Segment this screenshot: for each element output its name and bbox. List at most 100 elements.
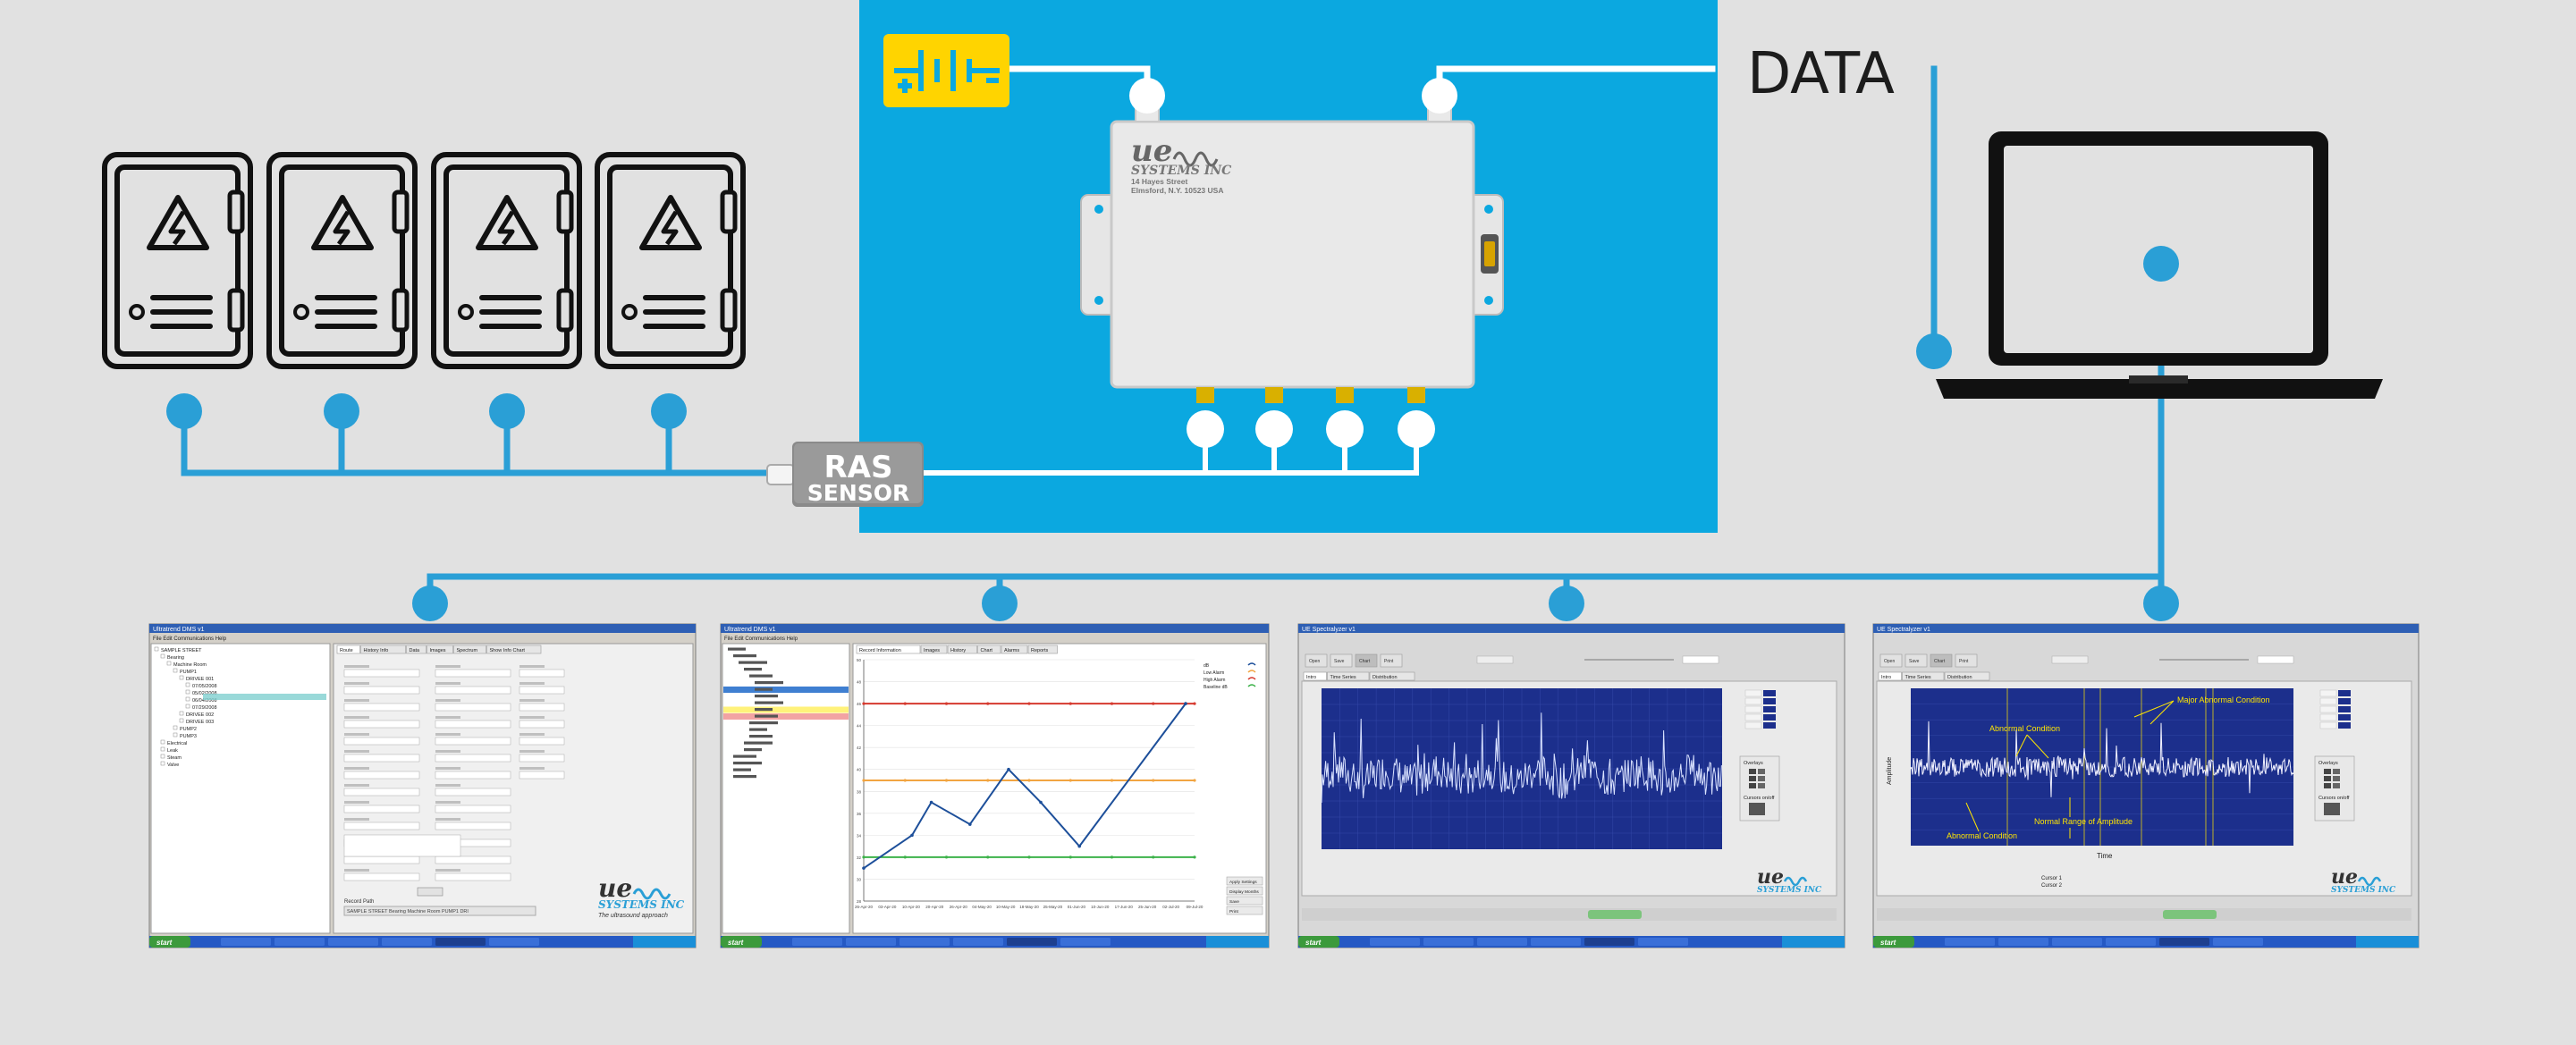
ui-tab[interactable]: Record Information xyxy=(859,648,901,653)
ui-tab[interactable]: Spectrum xyxy=(457,648,478,653)
device-address-1: 14 Hayes Street xyxy=(1131,177,1187,186)
dms2-tree xyxy=(723,647,849,779)
tree-item[interactable]: Steam xyxy=(167,755,182,761)
trend-x-tick: 10-Apr-20 xyxy=(902,905,921,909)
trend-x-tick: 09-Jul-20 xyxy=(1187,905,1204,909)
trend-x-tick: 10-Jun-20 xyxy=(1091,905,1110,909)
svg-text:Cursors on/off: Cursors on/off xyxy=(1744,796,1775,801)
tree-item[interactable]: DRIVEE 002 xyxy=(186,712,214,718)
ui-tab[interactable]: Chart xyxy=(981,648,993,653)
toolbar-button[interactable]: Open xyxy=(1884,659,1895,664)
ui-tab[interactable]: History Info xyxy=(364,648,389,653)
ui-tab[interactable]: Show Info Chart xyxy=(490,648,526,653)
toolbar-button[interactable]: Print xyxy=(1384,659,1394,664)
trend-y-tick: 28 xyxy=(857,899,862,904)
trend-y-tick: 38 xyxy=(857,789,862,794)
spec2-cursor2: Cursor 2 xyxy=(2041,883,2063,889)
ui-tab[interactable]: Reports xyxy=(1031,648,1049,653)
trend-point xyxy=(1077,844,1081,848)
tree-item[interactable]: DRIVEE 001 xyxy=(186,677,214,682)
screenshot-dms-route: Ultratrend DMS v1 File Edit Communicatio… xyxy=(148,623,697,948)
device-top-port-power xyxy=(1129,78,1165,122)
spec2-start: start xyxy=(1880,939,1896,947)
ras-sensor: RAS SENSOR xyxy=(766,442,924,507)
ann-abnormal-top: Abnormal Condition xyxy=(1989,724,2060,733)
chart-button[interactable]: Display Months xyxy=(1229,889,1259,895)
trend-y-tick: 36 xyxy=(857,812,862,816)
tree-item[interactable]: Electrical xyxy=(167,741,187,746)
dms1-form-fields xyxy=(343,665,565,897)
trend-x-tick: 18-May-20 xyxy=(1019,905,1039,909)
ras-sensor-label-1: RAS xyxy=(824,450,893,485)
tree-item[interactable]: PUMP1 xyxy=(180,670,197,675)
tree-item[interactable]: Valve xyxy=(167,763,179,768)
spec2-tabs: Intro Time Series Distribution xyxy=(1878,671,1990,681)
ui-tab[interactable]: Images xyxy=(924,648,940,653)
spec2-toolbar: Open Save Chart Print xyxy=(1879,653,2294,668)
chart-button[interactable]: Apply Settings xyxy=(1229,880,1257,885)
dms1-tagline: The ultrasound approach xyxy=(598,913,668,919)
ui-tab[interactable]: Data xyxy=(410,648,421,653)
spec1-tabs: Intro Time Series Distribution xyxy=(1303,671,1415,681)
panel-node-2 xyxy=(324,393,359,429)
tree-item[interactable]: DRIVEE 003 xyxy=(186,720,214,725)
dms1-logo-systems: SYSTEMS INC xyxy=(598,898,685,911)
timeseries-annotations: Abnormal Condition Major Abnormal Condit… xyxy=(1947,695,2270,840)
trend-x-tick: 02-Jul-20 xyxy=(1162,905,1179,909)
tree-item[interactable]: Bearing xyxy=(167,655,184,661)
chart-button[interactable]: Print xyxy=(1229,909,1239,914)
dms1-title: Ultratrend DMS v1 xyxy=(153,627,205,633)
ui-tab[interactable]: Alarms xyxy=(1004,648,1019,653)
ui-tab[interactable]: History xyxy=(950,648,966,653)
data-label: DATA xyxy=(1747,41,1895,107)
tree-item[interactable]: Leak xyxy=(167,748,178,754)
ui-tab[interactable]: Distribution xyxy=(1947,675,1972,680)
tree-item[interactable]: Machine Room xyxy=(173,662,207,668)
tree-item[interactable]: 07/05/2008 xyxy=(192,684,217,689)
ui-tab[interactable]: Distribution xyxy=(1372,675,1398,680)
panel-node-3 xyxy=(489,393,525,429)
spec1-logo-ue: ue xyxy=(1757,865,1784,889)
dms1-tabs: Route History Info Data Images Spectrum Show … xyxy=(336,645,542,654)
tree-item[interactable]: 07/29/2008 xyxy=(192,705,217,711)
trend-x-tick: 26-Apr-20 xyxy=(855,905,874,909)
spec1-title: UE Spectralyzer v1 xyxy=(1302,627,1356,633)
ui-tab[interactable]: Time Series xyxy=(1330,675,1356,680)
ui-tab[interactable]: Time Series xyxy=(1905,675,1931,680)
trend-x-tick: 17-Jun-20 xyxy=(1115,905,1134,909)
dms2-menu: File Edit Communications Help xyxy=(724,636,798,642)
toolbar-button[interactable]: Print xyxy=(1959,659,1969,664)
toolbar-button[interactable]: Save xyxy=(1909,659,1920,664)
trend-point xyxy=(1184,702,1187,705)
trend-y-tick: 44 xyxy=(857,724,862,729)
trend-point xyxy=(1007,767,1010,771)
screen-node-4 xyxy=(2143,586,2179,621)
device-logo-wave xyxy=(1172,151,1219,167)
ui-tab[interactable]: Images xyxy=(430,648,446,653)
chart-button[interactable]: Save xyxy=(1229,899,1239,905)
tree-item[interactable]: SAMPLE STREET xyxy=(161,648,202,653)
ann-normal-range: Normal Range of Amplitude xyxy=(2034,817,2133,826)
tree-item[interactable]: PUMP3 xyxy=(180,734,197,739)
tree-item[interactable]: PUMP2 xyxy=(180,727,197,732)
toolbar-button[interactable]: Chart xyxy=(1359,659,1371,664)
dms1-record-path: SAMPLE STREET Bearing Machine Room PUMP1… xyxy=(347,909,469,914)
toolbar-button[interactable]: Open xyxy=(1309,659,1320,664)
toolbar-button[interactable]: Save xyxy=(1334,659,1345,664)
ui-tab[interactable]: Intro xyxy=(1881,675,1891,680)
spec2-logo-systems: SYSTEMS INC xyxy=(2331,886,2396,895)
dms1-logo-ue: ue xyxy=(598,873,632,903)
tree-item[interactable]: 06/04/2008 xyxy=(192,698,217,704)
toolbar-button[interactable]: Chart xyxy=(1934,659,1946,664)
trend-y-tick: 42 xyxy=(857,746,862,750)
electrical-panel-icon xyxy=(595,152,746,369)
spectrum-signal xyxy=(1321,712,1722,804)
ann-major-abnormal: Major Abnormal Condition xyxy=(2177,695,2270,704)
ui-tab[interactable]: Intro xyxy=(1306,675,1316,680)
svg-text:Overlays: Overlays xyxy=(1744,761,1763,766)
panel-bus-wire xyxy=(181,408,774,476)
ui-tab[interactable]: Route xyxy=(340,648,353,653)
